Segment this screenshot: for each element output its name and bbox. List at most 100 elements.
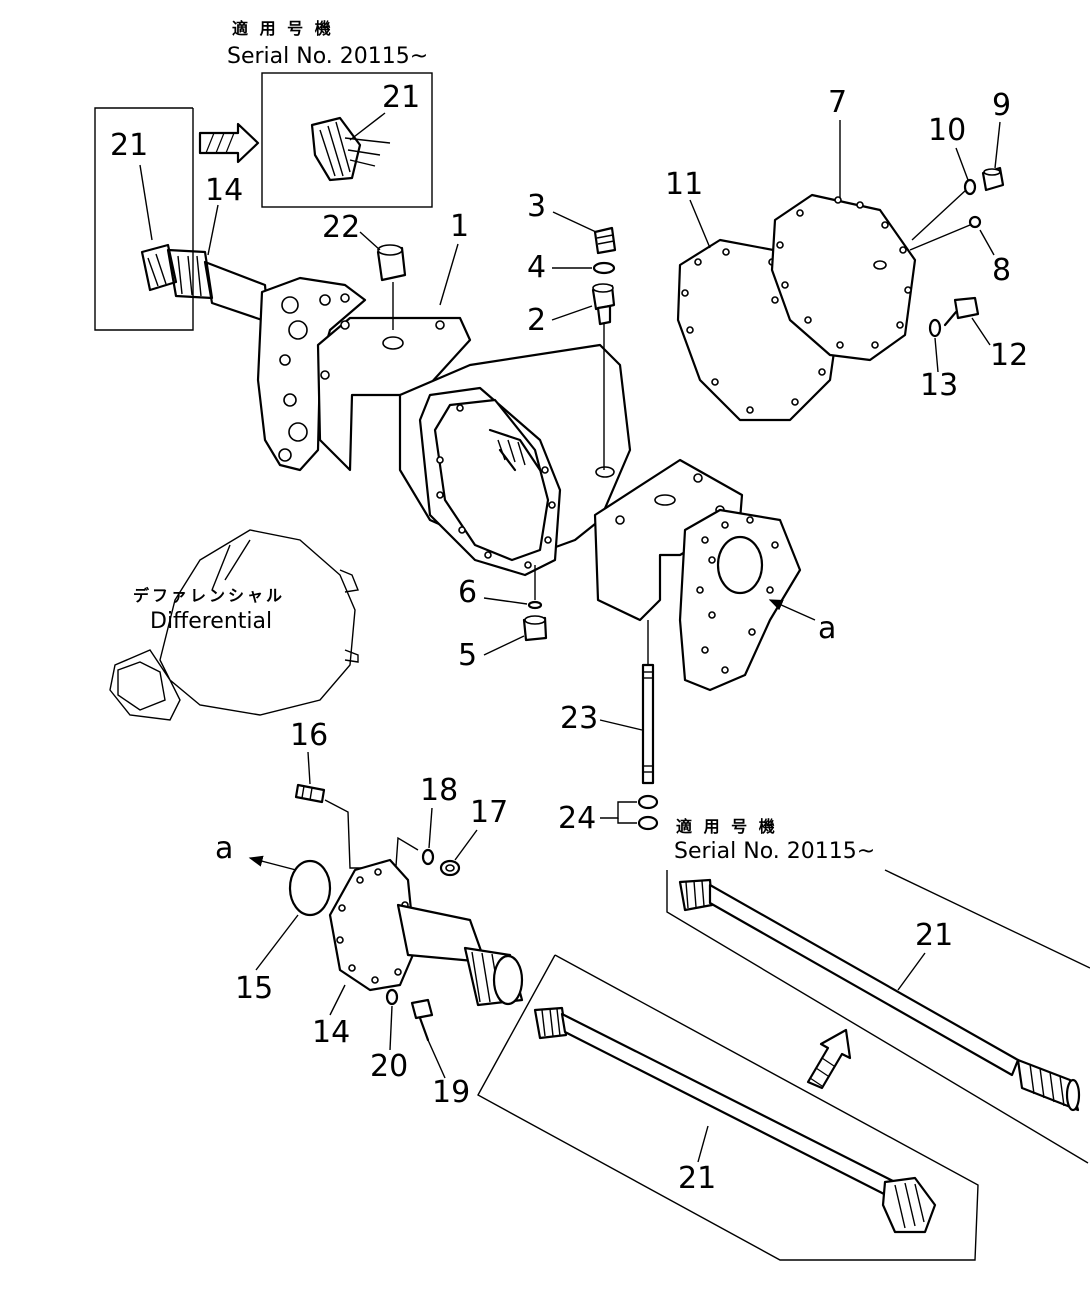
bolt-19 bbox=[410, 998, 434, 1042]
label-7: 7 bbox=[828, 85, 847, 120]
stud-23 bbox=[641, 620, 655, 785]
label-23: 23 bbox=[560, 701, 598, 736]
label-15: 15 bbox=[235, 971, 273, 1006]
bottom-serial-note: Serial No. 20115~ bbox=[674, 839, 875, 864]
label-9: 9 bbox=[992, 88, 1011, 123]
leader-16 bbox=[307, 751, 311, 785]
plug-9 bbox=[981, 166, 1005, 192]
leader-1 bbox=[439, 243, 459, 306]
label-21-top-box: 21 bbox=[382, 80, 420, 115]
label-10: 10 bbox=[928, 113, 966, 148]
transition-arrow-bottom bbox=[806, 1028, 852, 1090]
nut-24-upper bbox=[637, 794, 659, 810]
leader-12 bbox=[971, 317, 991, 346]
leader-8-to-cover bbox=[909, 224, 971, 251]
label-21-left-box: 21 bbox=[110, 128, 148, 163]
cover-7 bbox=[770, 193, 917, 362]
label-8: 8 bbox=[992, 253, 1011, 288]
leader-20 bbox=[389, 1005, 393, 1051]
bushing-22 bbox=[376, 244, 407, 330]
washer-20 bbox=[385, 988, 399, 1006]
leader-19 bbox=[427, 1039, 446, 1079]
leader-15 bbox=[255, 914, 299, 971]
hub-flange-top bbox=[256, 276, 367, 472]
leader-10 bbox=[955, 147, 969, 181]
label-2: 2 bbox=[527, 303, 546, 338]
label-a-right: a bbox=[818, 611, 836, 646]
transition-arrow-top bbox=[198, 122, 260, 164]
leader-17 bbox=[454, 829, 478, 861]
plug-8 bbox=[968, 215, 982, 229]
bolt-12 bbox=[943, 296, 980, 327]
top-serial-note-jp: 適 用 号 機 bbox=[232, 19, 334, 38]
label-1: 1 bbox=[450, 209, 469, 244]
leader-6 bbox=[483, 597, 528, 605]
label-14-top: 14 bbox=[205, 173, 243, 208]
axle-shaft-14-bottom bbox=[328, 858, 524, 1007]
pin-16 bbox=[294, 783, 326, 804]
leader-9 bbox=[994, 121, 1001, 169]
label-22: 22 bbox=[322, 210, 360, 245]
leader-14-bottom bbox=[329, 984, 346, 1016]
label-a-left: a bbox=[215, 831, 233, 866]
leader-16-to-flange bbox=[324, 799, 380, 869]
leader-18 bbox=[428, 807, 433, 849]
label-17: 17 bbox=[470, 795, 508, 830]
leader-24-lower bbox=[617, 818, 637, 824]
label-6: 6 bbox=[458, 575, 477, 610]
differential-outline bbox=[109, 529, 359, 721]
upper-shaft-box bbox=[261, 72, 433, 208]
leader-21-right bbox=[897, 952, 926, 991]
leader-11 bbox=[689, 199, 711, 249]
leader-3 bbox=[552, 211, 597, 233]
washer-6 bbox=[527, 600, 543, 610]
long-shaft-21-right bbox=[666, 869, 1090, 1164]
label-20: 20 bbox=[370, 1049, 408, 1084]
leader-21-bottom bbox=[697, 1125, 709, 1163]
label-12: 12 bbox=[990, 338, 1028, 373]
axle-shaft-14-top bbox=[139, 164, 270, 324]
label-14-bottom: 14 bbox=[312, 1015, 350, 1050]
leader-a-right bbox=[768, 599, 816, 621]
label-13: 13 bbox=[920, 368, 958, 403]
label-5: 5 bbox=[458, 638, 477, 673]
breather-2 bbox=[591, 283, 616, 470]
label-21-bottom-shaft: 21 bbox=[678, 1161, 716, 1196]
drain-plug-5 bbox=[522, 615, 548, 642]
label-4: 4 bbox=[527, 250, 546, 285]
left-shaft-box bbox=[94, 107, 194, 331]
plug-3 bbox=[593, 226, 617, 255]
leader-23 bbox=[599, 719, 643, 731]
leader-5 bbox=[483, 635, 525, 656]
washer-10 bbox=[963, 178, 977, 196]
differential-label: Differential bbox=[150, 609, 272, 634]
long-shaft-21-bottom bbox=[477, 954, 979, 1261]
label-24: 24 bbox=[558, 801, 596, 836]
o-ring-15 bbox=[288, 859, 332, 917]
seal-ring-4 bbox=[592, 261, 616, 275]
leader-2 bbox=[551, 305, 593, 321]
label-16: 16 bbox=[290, 718, 328, 753]
washer-18 bbox=[421, 848, 435, 866]
leader-8 bbox=[979, 229, 995, 256]
short-shaft-21-sketch bbox=[310, 112, 391, 182]
label-18: 18 bbox=[420, 773, 458, 808]
top-serial-note: Serial No. 20115~ bbox=[227, 44, 428, 69]
label-11: 11 bbox=[665, 167, 703, 202]
label-19: 19 bbox=[432, 1075, 470, 1110]
leader-13 bbox=[934, 337, 939, 373]
nut-24-lower bbox=[637, 815, 659, 831]
bottom-serial-note-jp: 適 用 号 機 bbox=[676, 817, 778, 836]
leader-a-left bbox=[248, 855, 297, 871]
label-21-right-shaft: 21 bbox=[915, 918, 953, 953]
leader-22 bbox=[359, 231, 381, 251]
label-3: 3 bbox=[527, 189, 546, 224]
differential-label-jp: デファレンシャル bbox=[133, 586, 285, 605]
washer-13 bbox=[928, 318, 942, 338]
leader-24-upper bbox=[600, 801, 637, 819]
nut-17 bbox=[439, 859, 461, 877]
leader-10-to-cover bbox=[911, 189, 967, 241]
axle-housing-1 bbox=[316, 316, 744, 622]
housing-flange-right bbox=[678, 508, 802, 692]
